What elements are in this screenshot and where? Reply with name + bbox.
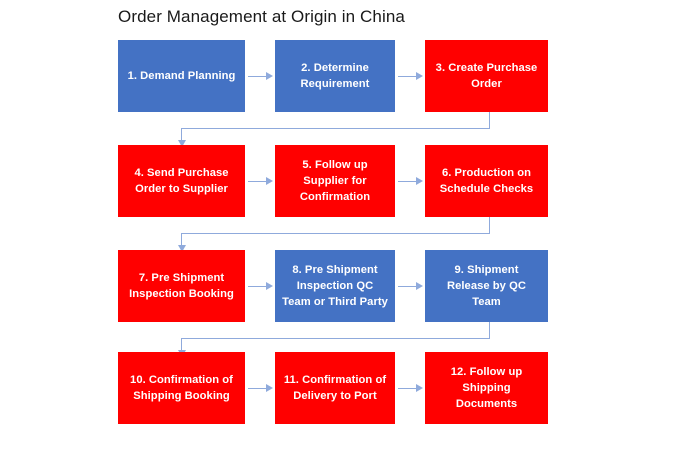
flow-node-2-label: 2. Determine Requirement [300, 62, 370, 90]
flow-node-10[interactable]: 10. Confirmation of Shipping Booking [118, 352, 245, 424]
flow-node-3[interactable]: 3. Create Purchase Order [425, 40, 548, 112]
flow-node-12-label: 12. Follow up Shipping Documents [450, 366, 523, 410]
flow-node-8-label: 8. Pre Shipment Inspection QC Team or Th… [282, 264, 388, 308]
flow-node-11[interactable]: 11. Confirmation of Delivery to Port [275, 352, 395, 424]
flow-node-5[interactable]: 5. Follow up Supplier for Confirmation [275, 145, 395, 217]
flow-node-3-label: 3. Create Purchase Order [435, 62, 538, 90]
flow-node-9[interactable]: 9. Shipment Release by QC Team [425, 250, 548, 322]
flow-node-9-label: 9. Shipment Release by QC Team [446, 264, 526, 308]
flow-node-12[interactable]: 12. Follow up Shipping Documents [425, 352, 548, 424]
page-title: Order Management at Origin in China [118, 7, 405, 26]
flow-node-11-label: 11. Confirmation of Delivery to Port [283, 374, 387, 402]
flow-node-7[interactable]: 7. Pre Shipment Inspection Booking [118, 250, 245, 322]
flow-node-6-label: 6. Production on Schedule Checks [439, 167, 534, 195]
flow-node-2[interactable]: 2. Determine Requirement [275, 40, 395, 112]
flow-node-8[interactable]: 8. Pre Shipment Inspection QC Team or Th… [275, 250, 395, 322]
flow-node-4-label: 4. Send Purchase Order to Supplier [134, 167, 229, 195]
flow-node-1-label: 1. Demand Planning [127, 70, 236, 82]
flow-node-4[interactable]: 4. Send Purchase Order to Supplier [118, 145, 245, 217]
flow-node-5-label: 5. Follow up Supplier for Confirmation [299, 159, 371, 203]
flow-node-7-label: 7. Pre Shipment Inspection Booking [129, 272, 234, 300]
flow-node-6[interactable]: 6. Production on Schedule Checks [425, 145, 548, 217]
flow-node-1[interactable]: 1. Demand Planning [118, 40, 245, 112]
flow-node-10-label: 10. Confirmation of Shipping Booking [130, 374, 233, 402]
